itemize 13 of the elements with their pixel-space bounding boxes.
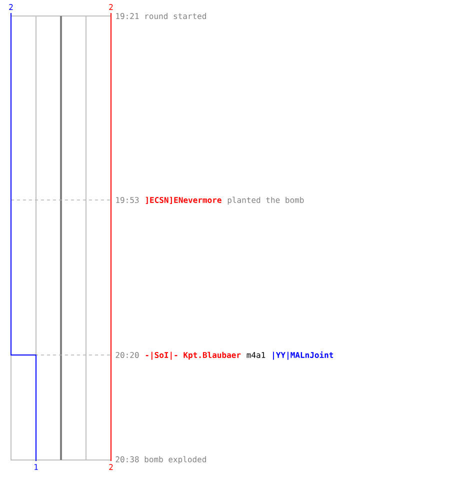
player-name: |YY|MALnJoint (273, 351, 334, 360)
count-label: 2 (109, 464, 113, 470)
count-label: 1 (34, 464, 38, 470)
event-text: 19:21 round started (116, 12, 206, 20)
event-text: planted the bomb (228, 196, 304, 205)
player-name: ]ECSN]ENevermore (146, 196, 222, 204)
weapon-name: m4a1 (246, 352, 266, 358)
count-label: 2 (109, 4, 113, 10)
event-time: 19:53 (116, 196, 139, 204)
event-time: 20:20 (116, 352, 139, 358)
count-label: 2 (9, 4, 13, 10)
event-text: 20:38 bomb exploded (116, 456, 206, 464)
player-name: -|SoI|- Kpt.Blaubaer (146, 352, 241, 360)
